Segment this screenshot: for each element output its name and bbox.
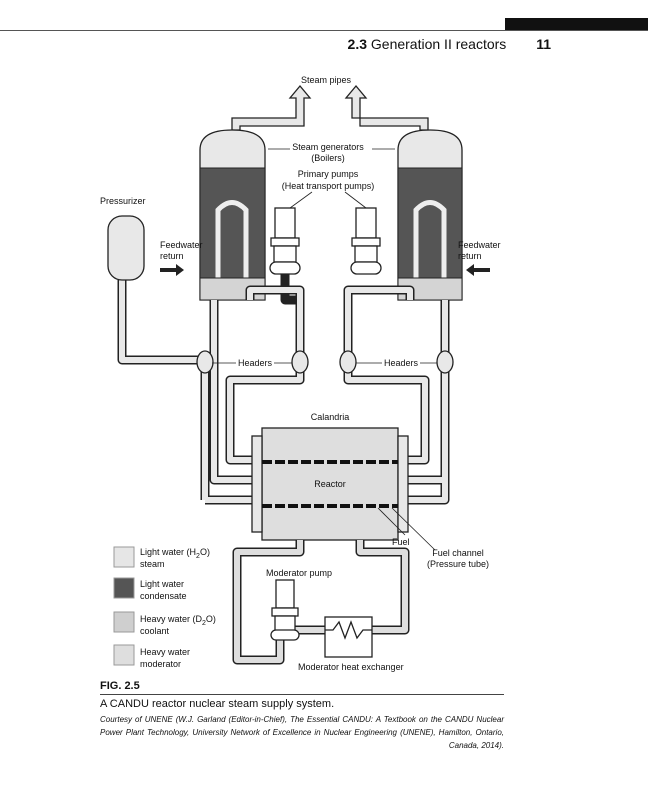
page-number: 11 <box>536 36 551 52</box>
label-return-left: return <box>160 251 184 261</box>
header-rule <box>0 30 648 31</box>
legend-moderator-line2: moderator <box>140 659 181 669</box>
label-steam-generators: Steam generators <box>292 142 364 152</box>
legend-swatch-steam <box>113 546 135 568</box>
legend: Light water (H2O) steam Light water cond… <box>113 546 216 669</box>
condensate-right <box>397 167 463 279</box>
label-steam-pipes: Steam pipes <box>301 75 352 85</box>
label-headers-right: Headers <box>384 358 419 368</box>
legend-swatch-moderator <box>113 644 135 666</box>
header-bar <box>505 18 648 30</box>
steam-pipe-right <box>344 84 429 131</box>
legend-swatch-condensate <box>113 577 135 599</box>
pressurizer <box>107 215 145 281</box>
label-pressurizer: Pressurizer <box>100 196 146 206</box>
label-fuel-channel: Fuel channel <box>432 548 484 558</box>
legend-steam-line2: steam <box>140 559 165 569</box>
figure-caption: A CANDU reactor nuclear steam supply sys… <box>100 698 335 710</box>
label-heat-transport-pumps: (Heat transport pumps) <box>282 181 375 191</box>
legend-condensate-line2: condensate <box>140 591 187 601</box>
moderator-pump <box>275 579 295 609</box>
legend-moderator-line1: Heavy water <box>140 647 190 657</box>
label-primary-pumps: Primary pumps <box>298 169 359 179</box>
header-left-1 <box>196 350 214 374</box>
legend-coolant-line1: Heavy water (D2O) <box>140 614 216 627</box>
label-moderator-pump: Moderator pump <box>266 568 332 578</box>
label-reactor: Reactor <box>314 479 346 489</box>
legend-steam-line1: Light water (H2O) <box>140 547 210 560</box>
header-left-2 <box>291 350 309 374</box>
label-return-right: return <box>458 251 482 261</box>
label-fuel: Fuel <box>392 537 410 547</box>
legend-coolant-line2: coolant <box>140 626 170 636</box>
figure-label: FIG. 2.5 <box>100 680 140 692</box>
legend-swatch-coolant <box>113 611 135 633</box>
label-boilers: (Boilers) <box>311 153 345 163</box>
primary-pump-right <box>355 207 377 239</box>
section-number: 2.3 <box>347 36 367 52</box>
label-moderator-hx: Moderator heat exchanger <box>298 662 404 672</box>
caption-rule <box>100 694 504 695</box>
label-pressure-tube: (Pressure tube) <box>427 559 489 569</box>
label-headers-left: Headers <box>238 358 273 368</box>
running-header: 2.3 Generation II reactors 11 <box>348 36 551 52</box>
fuel-channels <box>262 460 398 508</box>
header-right-2 <box>436 350 454 374</box>
legend-condensate-line1: Light water <box>140 579 184 589</box>
label-calandria: Calandria <box>311 412 350 422</box>
label-feedwater-right: Feedwater <box>458 240 501 250</box>
steam-pipe-left <box>231 84 312 131</box>
figure-credit: Courtesy of UNENE (W.J. Garland (Editor-… <box>100 715 504 750</box>
header-right-1 <box>339 350 357 374</box>
condensate-left <box>199 167 266 279</box>
primary-pump-left <box>274 207 296 239</box>
label-feedwater-left: Feedwater <box>160 240 203 250</box>
moderator-heat-exchanger <box>324 616 373 658</box>
section-title: Generation II reactors <box>370 36 507 52</box>
